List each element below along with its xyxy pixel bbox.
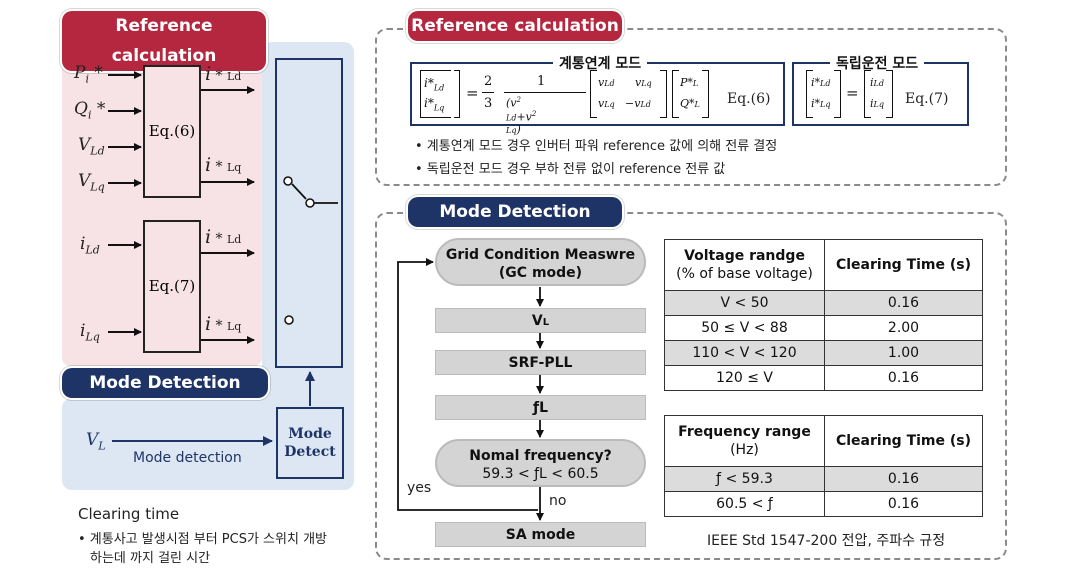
reference-bullet-1: • 계통연계 모드 경우 인버터 파워 reference 값에 의해 전류 결… — [415, 139, 778, 154]
input-ild: iLd — [80, 234, 100, 257]
flow-no-label: no — [549, 493, 567, 509]
mode-detection-arrow-label: Mode detection — [133, 450, 242, 466]
island-mode-title: 독립운전 모드 — [830, 53, 925, 73]
mode-detection-title-right: Mode Detection — [408, 197, 622, 227]
voltage-time-cell: 0.16 — [824, 290, 983, 316]
switch-pivot — [305, 198, 315, 208]
flow-gc-line1: Grid Condition Measwre — [445, 247, 636, 263]
frequency-header-time: Clearing Time (s) — [824, 415, 983, 467]
flow-gc-line2: (GC mode) — [498, 265, 583, 281]
flow-arrow-yes-loop — [397, 258, 538, 511]
flow-gc-mode: Grid Condition Measwre (GC mode) — [435, 238, 646, 286]
eq6-tag: Eq.(6) — [727, 91, 771, 107]
clearing-time-title: Clearing time — [78, 505, 180, 523]
eq7-block: Eq.(7) — [143, 220, 201, 353]
flow-fl: ƒL — [435, 395, 646, 420]
flow-srf-pll: SRF-PLL — [435, 350, 646, 375]
output-ilq-star-2: i * Lq — [205, 313, 242, 335]
flow-vl: VL — [435, 308, 646, 333]
voltage-time-cell: 1.00 — [824, 340, 983, 366]
flow-normal-line2: 59.3 < ƒL < 60.5 — [482, 466, 599, 482]
frequency-range-cell: ƒ < 59.3 — [664, 466, 825, 492]
input-q: Qi * — [74, 99, 106, 122]
reference-bullet-2: • 독립운전 모드 경우 부하 전류 없이 reference 전류 값 — [415, 162, 726, 177]
eq6-label: Eq.(6) — [148, 122, 196, 140]
switch-contact-top — [283, 176, 293, 186]
output-ild-star-2: i * Ld — [205, 226, 242, 248]
switch-contact-bottom — [284, 315, 294, 325]
input-ilq: iLq — [80, 321, 100, 344]
frequency-header-range-line2: (Hz) — [730, 442, 759, 458]
mode-detect-label: Mode Detect — [284, 426, 336, 460]
frequency-table: Frequency range (Hz) Clearing Time (s) ƒ… — [664, 415, 983, 517]
output-ild-star: i * Ld — [205, 63, 242, 85]
reference-calc-dashed-frame — [375, 28, 1007, 186]
voltage-time-cell: 2.00 — [824, 315, 983, 341]
voltage-range-cell: 110 < V < 120 — [664, 340, 825, 366]
mode-detection-title-left: Mode Detection — [62, 368, 268, 398]
mode-detect-box: Mode Detect — [276, 407, 344, 479]
reference-calculation-title-right: Reference calculation — [408, 11, 622, 41]
vl-symbol: VL — [86, 430, 106, 453]
flow-normal-frequency: Nomal frequency? 59.3 < ƒL < 60.5 — [435, 439, 646, 487]
frequency-header-range-line1: Frequency range — [678, 424, 811, 440]
switch-lever — [291, 183, 307, 200]
frequency-header-range: Frequency range (Hz) — [664, 415, 825, 467]
eq7-label: Eq.(7) — [148, 277, 196, 295]
grid-mode-title: 계통연계 모드 — [553, 53, 648, 73]
eq7-tag: Eq.(7) — [905, 91, 949, 107]
flow-sa-mode: SA mode — [435, 522, 646, 547]
mode-detection-dashed-frame — [375, 212, 1007, 560]
output-ilq-star: i * Lq — [205, 154, 242, 176]
clearing-time-desc-2: 하는데 까지 걸린 시간 — [90, 551, 211, 566]
flow-vl-label: VL — [531, 313, 550, 329]
clearing-time-desc-1: • 계통사고 발생시점 부터 PCS가 스위치 개방 — [78, 532, 327, 547]
flow-normal-line1: Nomal frequency? — [469, 448, 612, 464]
voltage-table: Voltage randge (% of base voltage) Clear… — [664, 239, 983, 391]
flow-yes-label: yes — [407, 480, 432, 496]
input-p: Pi * — [74, 63, 103, 86]
frequency-range-cell: 60.5 < ƒ — [664, 491, 825, 517]
eq6-block: Eq.(6) — [143, 65, 201, 198]
switch-box — [275, 58, 343, 368]
voltage-header-time: Clearing Time (s) — [824, 239, 983, 291]
reference-calculation-title-left: Reference calculation — [62, 11, 266, 71]
input-vld: VLd — [78, 135, 105, 158]
voltage-header-range-line2: (% of base voltage) — [676, 266, 813, 282]
ieee-caption: IEEE Std 1547-200 전압, 주파수 규정 — [707, 533, 946, 549]
voltage-header-range-line1: Voltage randge — [684, 248, 805, 264]
input-vlq: VLq — [78, 171, 105, 194]
voltage-time-cell: 0.16 — [824, 365, 983, 391]
voltage-range-cell: 120 ≤ V — [664, 365, 825, 391]
voltage-header-range: Voltage randge (% of base voltage) — [664, 239, 825, 291]
frequency-time-cell: 0.16 — [824, 491, 983, 517]
